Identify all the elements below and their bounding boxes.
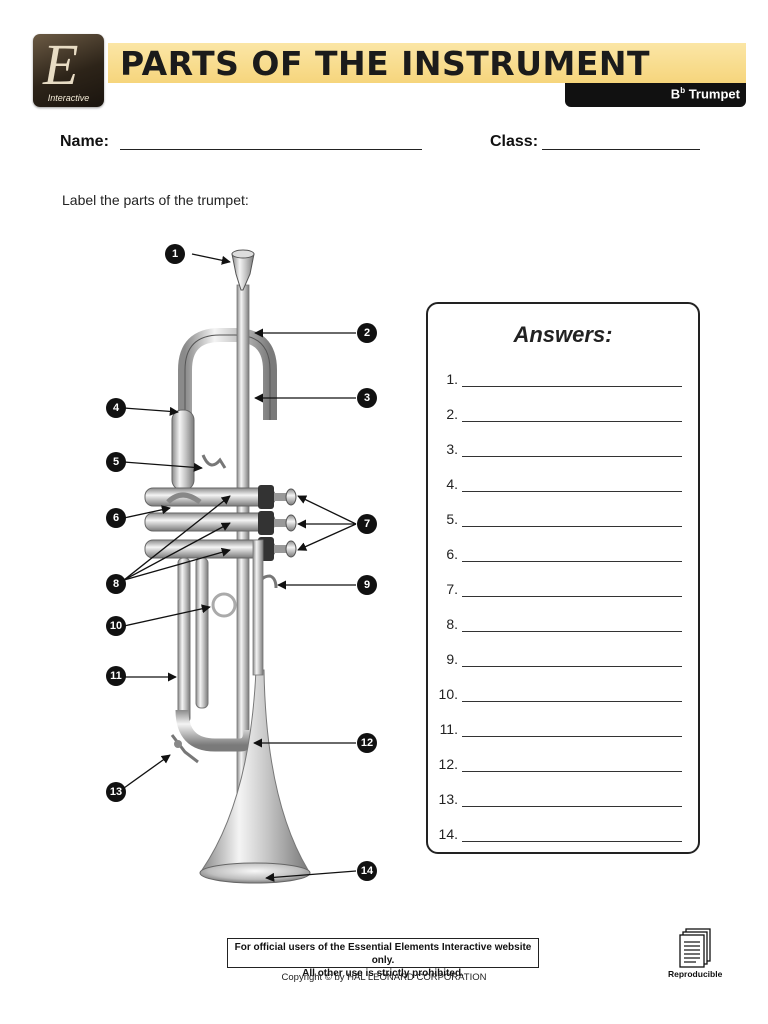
answer-line[interactable]: [462, 421, 682, 422]
answer-row: 2.: [434, 406, 682, 424]
answer-number: 7.: [446, 581, 458, 597]
answer-line[interactable]: [462, 771, 682, 772]
logo-text: Interactive: [47, 93, 90, 103]
instrument-subtitle: Bb Trumpet: [565, 86, 740, 101]
callout-8: 8: [106, 574, 126, 594]
subtitle-prefix: B: [670, 86, 681, 102]
answer-row: 4.: [434, 476, 682, 494]
answer-number: 1.: [446, 371, 458, 387]
answer-line[interactable]: [462, 841, 682, 842]
answer-line[interactable]: [462, 596, 682, 597]
reproducible-label: Reproducible: [668, 969, 723, 979]
answers-title: Answers:: [513, 322, 613, 347]
answer-row: 13.: [434, 791, 682, 809]
answer-line[interactable]: [462, 561, 682, 562]
answer-line[interactable]: [462, 701, 682, 702]
answer-line[interactable]: [462, 386, 682, 387]
answer-number: 10.: [438, 686, 458, 702]
answer-line[interactable]: [462, 631, 682, 632]
logo-e-mark: E: [43, 34, 79, 97]
answer-row: 1.: [434, 371, 682, 389]
answer-number: 14.: [438, 826, 458, 842]
answer-row: 11.: [434, 721, 682, 739]
answer-row: 10.: [434, 686, 682, 704]
usage-notice: For official users of the Essential Elem…: [227, 938, 539, 979]
answer-line[interactable]: [462, 736, 682, 737]
trumpet-diagram: [123, 249, 357, 884]
answer-number: 11.: [439, 721, 458, 737]
answer-row: 5.: [434, 511, 682, 529]
name-field[interactable]: [120, 149, 422, 150]
callout-7: 7: [357, 514, 377, 534]
callout-leaders: [123, 253, 357, 882]
answer-row: 12.: [434, 756, 682, 774]
answer-line[interactable]: [462, 491, 682, 492]
notice-line-1: For official users of the Essential Elem…: [234, 942, 532, 966]
copyright: Copyright © by HAL LEONARD CORPORATION: [281, 972, 487, 983]
answer-number: 13.: [438, 791, 458, 807]
answer-number: 8.: [446, 616, 458, 632]
callout-13: 13: [106, 782, 126, 802]
answer-line[interactable]: [462, 806, 682, 807]
callout-6: 6: [106, 508, 126, 528]
callout-3: 3: [357, 388, 377, 408]
answers-box: [426, 302, 700, 854]
callout-12: 12: [357, 733, 377, 753]
instructions: Label the parts of the trumpet:: [62, 192, 249, 208]
answer-number: 6.: [446, 546, 458, 562]
answer-number: 3.: [446, 441, 458, 457]
callout-9: 9: [357, 575, 377, 595]
answer-number: 2.: [446, 406, 458, 422]
answer-row: 9.: [434, 651, 682, 669]
answer-line[interactable]: [462, 526, 682, 527]
answer-row: 6.: [434, 546, 682, 564]
trumpet-body: [144, 249, 311, 884]
answer-row: 7.: [434, 581, 682, 599]
callout-14: 14: [357, 861, 377, 881]
callout-11: 11: [106, 666, 126, 686]
callout-1: 1: [165, 244, 185, 264]
callout-2: 2: [357, 323, 377, 343]
callout-5: 5: [106, 452, 126, 472]
answer-number: 12.: [438, 756, 458, 772]
class-field[interactable]: [542, 149, 700, 150]
document-stack-icon: [679, 928, 711, 968]
subtitle-band: [565, 83, 746, 107]
answer-row: 3.: [434, 441, 682, 459]
answer-number: 5.: [446, 511, 458, 527]
callout-4: 4: [106, 398, 126, 418]
answer-line[interactable]: [462, 456, 682, 457]
callout-10: 10: [106, 616, 126, 636]
notice-line-2: All other use is strictly prohibited.: [302, 968, 464, 979]
answer-number: 4.: [446, 476, 458, 492]
answer-row: 8.: [434, 616, 682, 634]
answer-row: 14.: [434, 826, 682, 844]
class-label: Class:: [490, 133, 539, 150]
title-band: [108, 43, 746, 83]
subtitle-instrument: Trumpet: [688, 86, 740, 102]
page-title: PARTS OF THE INSTRUMENT: [120, 44, 651, 83]
flat-sign: b: [680, 86, 686, 95]
answer-line[interactable]: [462, 666, 682, 667]
essential-elements-logo: E Interactive: [33, 34, 104, 107]
answer-number: 9.: [446, 651, 458, 667]
name-label: Name:: [60, 133, 109, 150]
